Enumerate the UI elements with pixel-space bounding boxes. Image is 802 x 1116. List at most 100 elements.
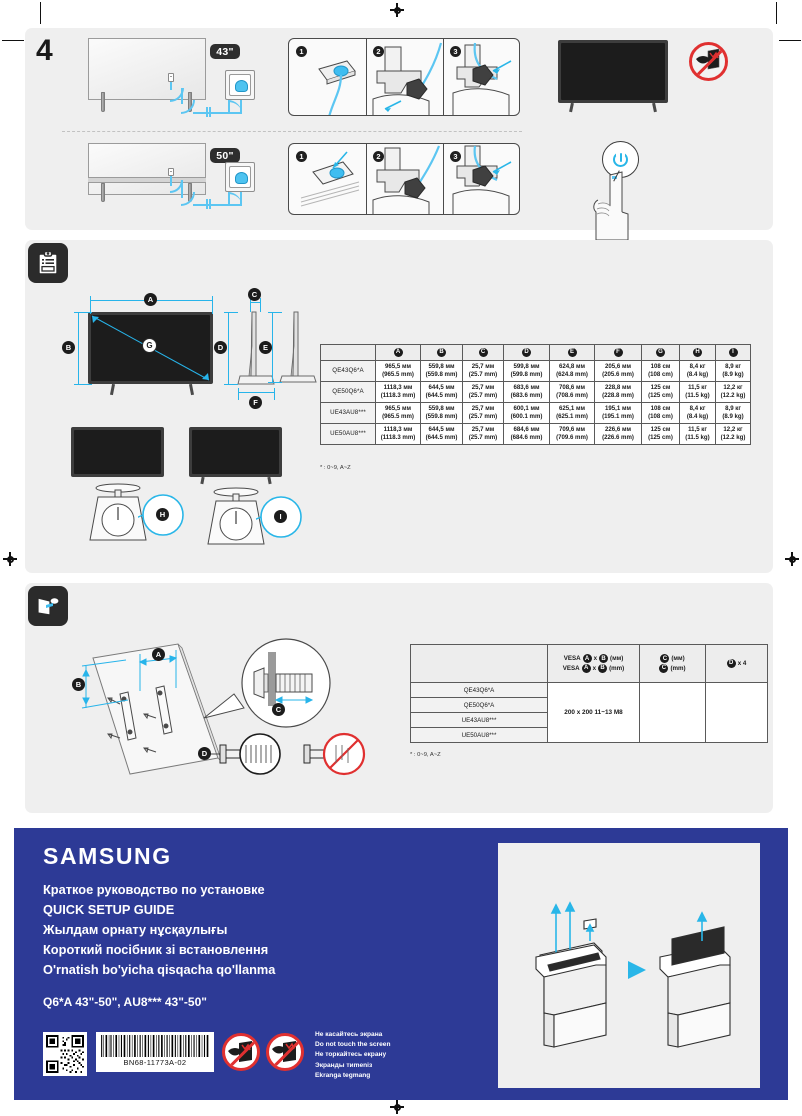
- cover-title-kk: Жылдам орнату нұсқаулығы: [43, 922, 228, 937]
- tv-leg-43-left: [101, 92, 105, 112]
- cable-routing-inset-43: 1 2 3: [288, 38, 520, 116]
- dim-tick-F-r: [274, 388, 275, 400]
- power-button-magnifier: [602, 141, 639, 178]
- spec-value-cell: 559,8 мм(559.8 mm): [420, 402, 463, 425]
- vesa-model-cell: QE50Q6*A: [410, 697, 548, 713]
- vesa-col-model: [410, 644, 548, 683]
- cover-title-ru: Краткое руководство по установке: [43, 882, 265, 897]
- spec-col-D: D: [503, 344, 550, 361]
- crop-tick-tr-h: [779, 40, 801, 41]
- vesa-times-en: x: [592, 664, 597, 672]
- spec-value-cell: 683,6 мм(683.6 mm): [503, 381, 550, 404]
- spec-value-cell: 708,6 мм(708.6 mm): [549, 381, 595, 404]
- spec-col-B: B: [420, 344, 463, 361]
- spec-value-cell: 1118,3 мм(1118.3 mm): [375, 423, 421, 446]
- dim-tick-C-l: [250, 298, 251, 312]
- spec-col-F: F: [594, 344, 642, 361]
- hand-holding-remote-illustration: [593, 171, 629, 240]
- spec-value-cell: 8,4 кг(8.4 kg): [679, 359, 716, 383]
- weight-scale-I: [207, 487, 265, 545]
- do-not-touch-prohibition-icon-2: [266, 1033, 304, 1071]
- cover-title-uz: O'rnatish bo'yicha qisqacha qo'llanma: [43, 962, 276, 977]
- tv-side-view-no-stand: [279, 311, 317, 383]
- spec-value-cell: 205,6 мм(205.6 mm): [594, 359, 642, 383]
- vesa-d-qty: x 4: [737, 659, 747, 667]
- cable-50-bend3: [228, 192, 242, 206]
- spec-value-cell: 8,4 кг(8.4 kg): [679, 402, 716, 425]
- spec-value-cell: 625,1 мм(625.1 mm): [549, 402, 595, 425]
- qr-code: [43, 1032, 87, 1076]
- cable-50-seg3: [193, 204, 242, 207]
- cable-43-seg1: [170, 82, 173, 90]
- vesa-screw-length-cell: [639, 682, 706, 743]
- vesa-pitch-cell: 200 x 200 11~13 M8: [547, 682, 640, 743]
- spec-value-cell: 709,6 мм(709.6 mm): [549, 423, 595, 446]
- inset-badge-3-43: 3: [450, 46, 461, 57]
- do-not-touch-prohibition-icon-1: [222, 1033, 260, 1071]
- warning-kk: Экранды тиmenіз: [315, 1061, 373, 1069]
- tv-side-view-with-stand: [237, 311, 275, 385]
- spec-value-cell: 600,1 мм(600.1 mm): [503, 402, 550, 425]
- vesa-col-pitch: VESA A x B (мм) VESA A x B (mm): [547, 644, 640, 683]
- spec-value-cell: 108 см(108 cm): [641, 359, 680, 383]
- vesa-model-cell: UE50AU8***: [410, 727, 548, 743]
- wm-badge-A: A: [152, 648, 165, 661]
- spec-value-cell: 965,5 мм(965.5 mm): [375, 402, 421, 425]
- dim-line-F: [238, 392, 274, 393]
- table-row: UE43AU8***965,5 мм(965.5 mm)559,8 мм(559…: [320, 402, 751, 425]
- vesa-badge-b-ru: B: [599, 654, 609, 664]
- inset-badge-1-50: 1: [296, 151, 307, 162]
- table-row: UE50AU8***: [410, 727, 768, 743]
- power-outlet-50: [225, 162, 255, 192]
- vesa-screw-qty-cell: [705, 682, 768, 743]
- vesa-col-screw-length: C (мм) C (mm): [639, 644, 706, 683]
- table-row: QE50Q6*A: [410, 697, 768, 713]
- tv-weight-view-no-stand: [189, 427, 282, 477]
- table-row: UE50AU8***1118,3 мм(1118.3 mm)644,5 мм(6…: [320, 423, 751, 446]
- vesa-c-ru-unit: (мм): [671, 655, 685, 663]
- inset-badge-1-43: 1: [296, 46, 307, 57]
- registration-mark-left: [3, 552, 17, 566]
- spec-value-cell: 8,9 кг(8.9 kg): [715, 359, 751, 383]
- cable-50-tick-a: [206, 199, 208, 209]
- spec-value-cell: 965,5 мм(965.5 mm): [375, 359, 421, 383]
- registration-mark-top: [390, 3, 404, 17]
- tv-rear-50: [88, 143, 206, 195]
- dim-badge-G: G: [142, 338, 157, 353]
- vesa-table-header-row: VESA A x B (мм) VESA A x B (mm): [410, 644, 768, 683]
- crop-tick-tr-v: [776, 2, 777, 24]
- dim-badge-B: B: [62, 341, 75, 354]
- inset-badge-3-50: 3: [450, 151, 461, 162]
- dim-line-B: [78, 312, 79, 384]
- vesa-ru-suffix: (мм): [610, 655, 624, 663]
- dim-tick-B-top: [74, 312, 92, 313]
- dim-tick-D-t: [224, 312, 238, 313]
- spec-value-cell: 226,6 мм(226.6 mm): [594, 423, 642, 446]
- dim-badge-I: I: [274, 510, 287, 523]
- warning-en: Do not touch the screen: [315, 1041, 391, 1049]
- tv-rear-43: [88, 38, 206, 100]
- size-tag-50: 50": [210, 148, 240, 163]
- spec-value-cell: 11,5 кг(11.5 kg): [679, 381, 716, 404]
- spec-value-cell: 25,7 мм(25.7 mm): [462, 359, 504, 383]
- spec-col-I: I: [715, 344, 751, 361]
- cable-43-bend3: [228, 100, 242, 114]
- do-not-touch-screen-prohibition-icon: [689, 42, 728, 81]
- spec-col-G: G: [641, 344, 680, 361]
- dim-badge-A: A: [144, 293, 157, 306]
- dim-tick-C-r: [260, 298, 261, 312]
- crop-tick-tl-v: [40, 2, 41, 24]
- dim-line-D: [228, 312, 229, 384]
- vesa-badge-a-en: A: [581, 663, 591, 673]
- dim-badge-C: C: [248, 288, 261, 301]
- spec-value-cell: 228,8 мм(228.8 mm): [594, 381, 642, 404]
- samsung-logo: SAMSUNG: [43, 843, 172, 869]
- spec-col-A: A: [375, 344, 421, 361]
- spec-value-cell: 25,7 мм(25.7 mm): [462, 402, 504, 425]
- cable-50-seg4: [240, 180, 243, 205]
- weight-scale-H: [89, 483, 147, 541]
- spec-model-cell: UE43AU8***: [320, 402, 376, 425]
- vesa-ru-prefix: VESA: [563, 655, 581, 663]
